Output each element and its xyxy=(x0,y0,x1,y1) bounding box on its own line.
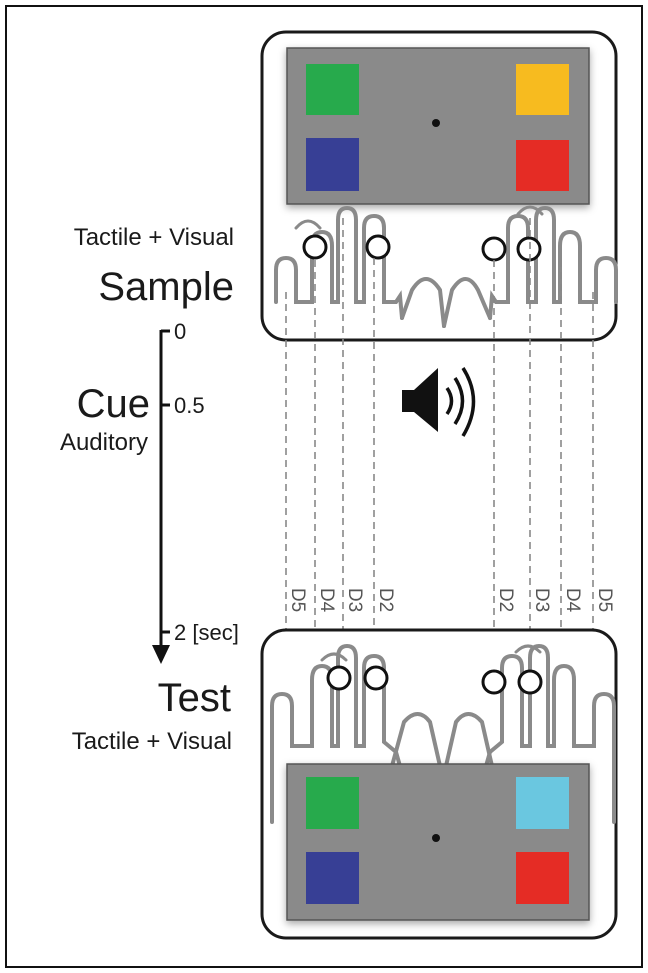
sample-square-top-right xyxy=(516,64,569,115)
test-left-hand xyxy=(270,643,402,824)
digit-labels: D5 D4 D3 D2 D2 D3 D4 D5 xyxy=(287,588,615,613)
sample-panel xyxy=(260,30,618,342)
sample-fixation-dot xyxy=(432,119,440,127)
sample-stimulator-right-d3 xyxy=(516,236,542,262)
test-right-thumb xyxy=(444,712,494,768)
sample-square-bottom-left xyxy=(306,138,359,191)
sample-label: Sample xyxy=(98,265,234,309)
test-stimulators xyxy=(326,665,543,695)
sample-square-top-left xyxy=(306,64,359,115)
test-modality-label: Tactile + Visual xyxy=(72,728,232,755)
test-stimulator-right-d3 xyxy=(517,669,543,695)
test-square-bottom-right xyxy=(516,852,569,904)
sample-left-hand xyxy=(274,205,404,320)
speaker-wave-1 xyxy=(445,387,454,415)
speaker-icon xyxy=(402,367,476,437)
test-panel xyxy=(260,628,618,940)
sample-hands xyxy=(274,205,618,328)
cue-modality-label: Auditory xyxy=(60,429,148,456)
sample-stimulators xyxy=(302,234,542,262)
sample-stimulator-left-d2 xyxy=(365,234,391,260)
digit-label-right-d5: D5 xyxy=(594,588,615,612)
speaker-cone xyxy=(414,368,438,432)
sample-square-bottom-right xyxy=(516,140,569,191)
test-hands xyxy=(270,643,616,824)
test-left-thumb xyxy=(390,712,442,768)
test-fixation-dot xyxy=(432,834,440,842)
test-stimulator-left-d3 xyxy=(326,665,352,691)
test-square-bottom-left xyxy=(306,852,359,904)
sample-modality-label: Tactile + Visual xyxy=(74,224,234,251)
test-label: Test xyxy=(158,676,231,720)
timeline-arrowhead xyxy=(152,645,170,664)
speaker-wave-3 xyxy=(461,367,476,437)
timeline: 0 0.5 2 [sec] xyxy=(152,319,239,664)
speaker-body xyxy=(402,390,416,412)
timeline-tick-label-0.5: 0.5 xyxy=(174,393,205,418)
test-fingertip-arc-left xyxy=(320,652,348,662)
digit-label-right-d4: D4 xyxy=(562,588,583,613)
sample-left-thumb xyxy=(400,277,446,328)
sample-right-hand xyxy=(488,205,618,320)
sample-right-thumb xyxy=(442,277,492,328)
test-square-top-right xyxy=(516,777,569,829)
sample-stimulator-left-d3 xyxy=(302,234,328,260)
sample-stimulator-right-d2 xyxy=(481,236,507,262)
test-stimulator-right-d2 xyxy=(481,669,507,695)
test-right-hand xyxy=(484,643,616,824)
test-square-top-left xyxy=(306,777,359,829)
test-fingertip-arc-right xyxy=(514,644,542,654)
digit-label-left-d4: D4 xyxy=(316,588,337,613)
digit-label-right-d3: D3 xyxy=(531,588,552,612)
timeline-tick-label-2: 2 [sec] xyxy=(174,620,239,645)
digit-label-right-d2: D2 xyxy=(495,588,516,612)
sample-fingertip-arc-right xyxy=(516,205,544,216)
speaker-wave-2 xyxy=(453,377,465,425)
sample-fingertip-arc-left xyxy=(294,219,322,230)
digit-label-left-d3: D3 xyxy=(344,588,365,612)
cue-label: Cue xyxy=(77,382,150,426)
test-stimulator-left-d2 xyxy=(363,665,389,691)
digit-label-left-d2: D2 xyxy=(375,588,396,612)
digit-label-left-d5: D5 xyxy=(287,588,308,612)
timeline-tick-label-0: 0 xyxy=(174,319,186,344)
